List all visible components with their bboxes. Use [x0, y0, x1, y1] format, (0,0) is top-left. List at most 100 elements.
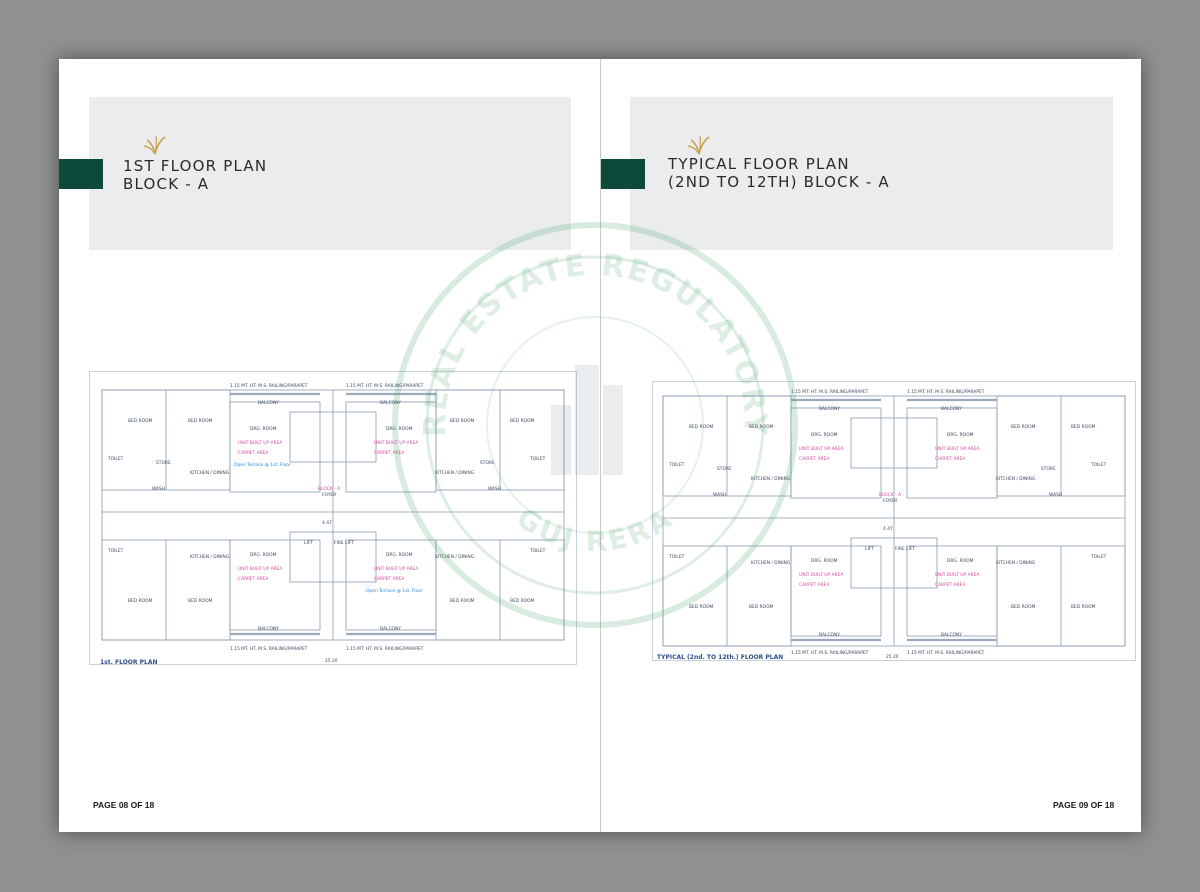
plan-mid-dimension: 4.47: [883, 526, 893, 532]
plan-carpet-area-3: CARPET AREA: [238, 576, 268, 582]
title-line-2: (2ND TO 12TH) BLOCK - A: [668, 173, 890, 191]
plan-caption: TYPICAL (2nd. TO 12th.) FLOOR PLAN: [657, 654, 784, 661]
plan-bedroom-2: BED ROOM: [188, 418, 213, 424]
plan-kitchen-2: KITCHEN / DINING: [435, 470, 475, 476]
plan-store-1: STORE: [717, 466, 732, 472]
plan-carpet-area-1: CARPET AREA: [238, 450, 268, 456]
plan-toilet-1: TOILET: [668, 462, 685, 468]
plan-balcony-1: BALCONY: [258, 400, 279, 406]
plan-bottom-rail-left: 1.15 MT. HT. M.S. RAILING/PARAPET: [230, 646, 308, 652]
plan-toilet-1: TOILET: [107, 456, 124, 462]
plan-drawing-room-4: DRG. ROOM: [947, 558, 974, 564]
plan-bedroom-4: BED ROOM: [510, 418, 535, 424]
plan-carpet-area-3: CARPET AREA: [799, 582, 829, 588]
brand-logo-icon: [687, 135, 710, 155]
plan-balcony-4: BALCONY: [941, 632, 962, 638]
accent-bar: [601, 159, 645, 189]
plan-unit-area-4: UNIT BUILT UP AREA: [935, 572, 979, 578]
plan-kitchen-4: KITCHEN / DINING: [996, 560, 1036, 566]
plan-unit-area-3: UNIT BUILT UP AREA: [238, 566, 282, 572]
plan-toilet-2: TOILET: [1090, 462, 1107, 468]
plan-bedroom-4: BED ROOM: [1071, 424, 1096, 430]
plan-bottom-rail-left: 1.15 MT. HT. M.S. RAILING/PARAPET: [791, 650, 869, 656]
plan-carpet-area-4: CARPET AREA: [935, 582, 965, 588]
plan-block-label: BLOCK - A: [318, 486, 340, 492]
plan-balcony-2: BALCONY: [380, 400, 401, 406]
plan-bedroom-8: BED ROOM: [510, 598, 535, 604]
plan-balcony-4: BALCONY: [380, 626, 401, 632]
plan-caption: 1st. FLOOR PLAN: [100, 659, 158, 666]
plan-bedroom-2: BED ROOM: [749, 424, 774, 430]
plan-balcony-2: BALCONY: [941, 406, 962, 412]
plan-balcony-3: BALCONY: [258, 626, 279, 632]
plan-carpet-area-2: CARPET AREA: [374, 450, 404, 456]
plan-open-terrace-2: Open Terrace @ 1st. Floor: [366, 588, 423, 594]
plan-unit-area-2: UNIT BUILT UP AREA: [374, 440, 418, 446]
plan-block-label: BLOCK - A: [879, 492, 901, 498]
plan-carpet-area-1: CARPET AREA: [799, 456, 829, 462]
plan-open-terrace-1: Open Terrace @ 1st. Floor: [234, 462, 291, 468]
plan-top-rail-right: 1.15 MT. HT. M.S. RAILING/PARAPET: [346, 383, 424, 389]
plan-top-rail-left: 1.15 MT. HT. M.S. RAILING/PARAPET: [230, 383, 308, 389]
plan-foyer: FOYER: [322, 492, 336, 498]
plan-bedroom-1: BED ROOM: [689, 424, 714, 430]
plan-mid-dimension: 4.47: [322, 520, 332, 526]
plan-carpet-area-4: CARPET AREA: [374, 576, 404, 582]
plan-bedroom-5: BED ROOM: [689, 604, 714, 610]
plan-wash-2: WASH: [1049, 492, 1062, 498]
plan-lift: LIFT: [304, 540, 313, 546]
floor-plan-drawing: 1.15 MT. HT. M.S. RAILING/PARAPET 1.15 M…: [89, 371, 577, 665]
plan-bedroom-3: BED ROOM: [1011, 424, 1036, 430]
plan-kitchen-2: KITCHEN / DINING: [996, 476, 1036, 482]
floor-plan-drawing: 1.15 MT. HT. M.S. RAILING/PARAPET 1.15 M…: [652, 381, 1136, 661]
accent-bar: [59, 159, 103, 189]
header-panel: [89, 97, 571, 250]
plan-bedroom-6: BED ROOM: [749, 604, 774, 610]
plan-toilet-4: TOILET: [1090, 554, 1107, 560]
plan-store-2: STORE: [1041, 466, 1056, 472]
plan-drawing-room-3: DRG. ROOM: [250, 552, 277, 558]
plan-bedroom-1: BED ROOM: [128, 418, 153, 424]
plan-bottom-rail-right: 1.15 MT. HT. M.S. RAILING/PARAPET: [346, 646, 424, 652]
plan-unit-area-3: UNIT BUILT UP AREA: [799, 572, 843, 578]
plan-balcony-3: BALCONY: [819, 632, 840, 638]
plan-carpet-area-2: CARPET AREA: [935, 456, 965, 462]
page-number: PAGE 09 OF 18: [1053, 800, 1115, 810]
plan-top-rail-right: 1.15 MT. HT. M.S. RAILING/PARAPET: [907, 389, 985, 395]
plan-drawing-room-2: DRG. ROOM: [947, 432, 974, 438]
plan-foyer: FOYER: [883, 498, 897, 504]
plan-bottom-rail-right: 1.15 MT. HT. M.S. RAILING/PARAPET: [907, 650, 985, 656]
plan-top-rail-left: 1.15 MT. HT. M.S. RAILING/PARAPET: [791, 389, 869, 395]
title-line-1: TYPICAL FLOOR PLAN: [668, 155, 850, 173]
document-spread: 1ST FLOOR PLAN BLOCK - A: [59, 59, 1141, 832]
title-line-1: 1ST FLOOR PLAN: [123, 157, 268, 175]
plan-width-dimension: 25.20: [325, 658, 338, 664]
brand-logo-icon: [143, 135, 166, 155]
plan-bedroom-6: BED ROOM: [188, 598, 213, 604]
plan-unit-area-1: UNIT BUILT UP AREA: [799, 446, 843, 452]
floor-plan-svg: 1.15 MT. HT. M.S. RAILING/PARAPET 1.15 M…: [662, 389, 1126, 660]
plan-kitchen-4: KITCHEN / DINING: [435, 554, 475, 560]
plan-unit-area-1: UNIT BUILT UP AREA: [238, 440, 282, 446]
plan-fire-lift: FIRE LIFT: [334, 540, 354, 546]
plan-fire-lift: FIRE LIFT: [895, 546, 915, 552]
plan-balcony-1: BALCONY: [819, 406, 840, 412]
plan-toilet-3: TOILET: [107, 548, 124, 554]
plan-bedroom-8: BED ROOM: [1071, 604, 1096, 610]
plan-wash-1: WASH: [713, 492, 726, 498]
plan-unit-area-4: UNIT BUILT UP AREA: [374, 566, 418, 572]
plan-bedroom-3: BED ROOM: [450, 418, 475, 424]
plan-kitchen-1: KITCHEN / DINING: [190, 470, 230, 476]
plan-wash-1: WASH: [152, 486, 165, 492]
header-panel: [630, 97, 1113, 250]
plan-bedroom-5: BED ROOM: [128, 598, 153, 604]
plan-kitchen-3: KITCHEN / DINING: [751, 560, 791, 566]
plan-drawing-room-4: DRG. ROOM: [386, 552, 413, 558]
plan-drawing-room-3: DRG. ROOM: [811, 558, 838, 564]
plan-toilet-2: TOILET: [529, 456, 546, 462]
plan-drawing-room-1: DRG. ROOM: [811, 432, 838, 438]
plan-bedroom-7: BED ROOM: [450, 598, 475, 604]
plan-width-dimension: 25.20: [886, 654, 899, 660]
page-title: TYPICAL FLOOR PLAN (2ND TO 12TH) BLOCK -…: [668, 155, 890, 191]
plan-toilet-3: TOILET: [668, 554, 685, 560]
